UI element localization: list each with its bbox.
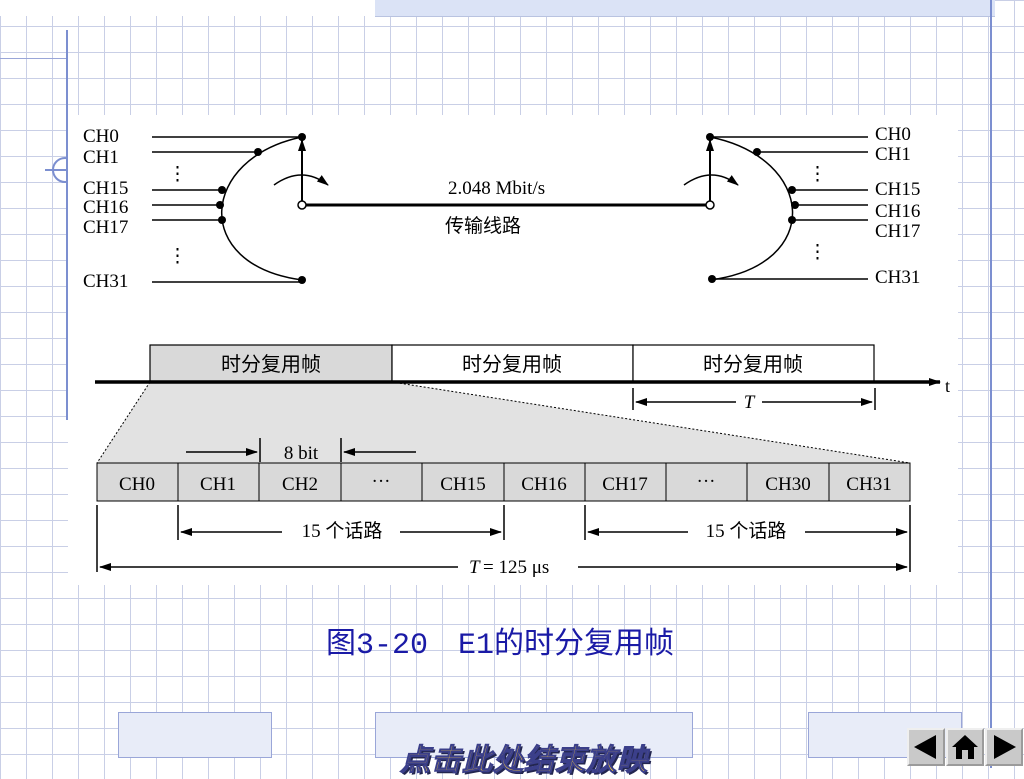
top-band <box>375 0 995 17</box>
figure-title: E1的时分复用帧 <box>458 629 675 663</box>
slot-ellipsis-1: ··· <box>372 471 391 492</box>
triangle-left-icon <box>914 735 936 759</box>
time-slot-row: CH0 CH1 CH2 ··· CH15 CH16 CH17 ··· CH30 … <box>96 462 911 502</box>
right-accent-line <box>990 0 992 768</box>
group-1-label: 15 个话路 <box>302 520 383 542</box>
frame-duration-arrow <box>96 505 908 572</box>
right-ch0-label: CH0 <box>875 124 911 145</box>
slot-ch1: CH1 <box>200 474 236 495</box>
group-2-label: 15 个话路 <box>706 520 787 542</box>
left-ch1-label: CH1 <box>83 147 119 168</box>
right-ch31-label: CH31 <box>875 267 920 288</box>
left-contacts <box>216 133 307 284</box>
slot-ch17: CH17 <box>602 474 647 495</box>
slot-ch2: CH2 <box>282 474 318 495</box>
left-ch0-label: CH0 <box>83 126 119 147</box>
footer-deco-center <box>375 712 693 758</box>
bit-width-label: 8 bit <box>284 443 319 464</box>
right-demultiplexer <box>683 136 868 281</box>
prev-slide-button[interactable] <box>907 728 945 766</box>
right-contacts <box>705 133 799 283</box>
slot-ch0: CH0 <box>119 474 155 495</box>
house-icon <box>952 735 978 759</box>
left-accent-line <box>66 30 68 420</box>
footer-deco-left <box>118 712 272 758</box>
left-ellipsis-top: ⋮ <box>168 164 187 185</box>
home-button[interactable] <box>946 728 984 766</box>
slot-ch15: CH15 <box>440 474 485 495</box>
right-ch15-label: CH15 <box>875 179 920 200</box>
frame-duration-label: = 125 μs <box>483 557 549 578</box>
frame-period-label: T <box>744 392 756 413</box>
group-1-arrow <box>177 505 505 540</box>
slot-ch30: CH30 <box>765 474 810 495</box>
slot-ch16: CH16 <box>521 474 566 495</box>
time-axis-label: t <box>945 376 950 396</box>
frame-2-label: 时分复用帧 <box>462 353 562 376</box>
next-slide-button[interactable] <box>985 728 1023 766</box>
left-multiplexer <box>152 136 329 283</box>
right-ch16-label: CH16 <box>875 201 920 222</box>
right-ellipsis-top: ⋮ <box>808 164 827 185</box>
frame-sequence <box>95 344 941 464</box>
right-ellipsis-bottom: ⋮ <box>808 242 827 263</box>
left-ch15-label: CH15 <box>83 178 128 199</box>
link-rate-label: 2.048 Mbit/s <box>448 178 545 199</box>
top-band-plain <box>0 0 375 16</box>
slot-ch31: CH31 <box>846 474 891 495</box>
right-ch17-label: CH17 <box>875 221 920 242</box>
left-ch17-label: CH17 <box>83 217 128 238</box>
link-name-label: 传输线路 <box>445 215 521 237</box>
e1-frame-diagram: CH0 CH1 CH15 CH16 CH17 CH31 ⋮ ⋮ 2.048 Mb… <box>83 124 950 578</box>
left-ch31-label: CH31 <box>83 271 128 292</box>
left-ellipsis-bottom: ⋮ <box>168 246 187 267</box>
frame-1-label: 时分复用帧 <box>221 353 321 376</box>
bit-width-arrow <box>186 438 416 462</box>
right-ch1-label: CH1 <box>875 144 911 165</box>
group-2-arrow <box>584 505 911 572</box>
slot-ellipsis-2: ··· <box>697 471 716 492</box>
figure-caption: 图3-20 E1的时分复用帧 <box>0 618 1000 663</box>
frame-period-arrow <box>632 388 876 410</box>
end-show-link[interactable]: 点击此处结束放映 <box>400 743 648 779</box>
figure-number: 图3-20 <box>325 629 428 663</box>
frame-3-label: 时分复用帧 <box>703 353 803 376</box>
frame-duration-symbol: T <box>469 557 481 578</box>
left-accent-tick <box>0 58 66 59</box>
left-ch16-label: CH16 <box>83 197 128 218</box>
triangle-right-icon <box>994 735 1016 759</box>
